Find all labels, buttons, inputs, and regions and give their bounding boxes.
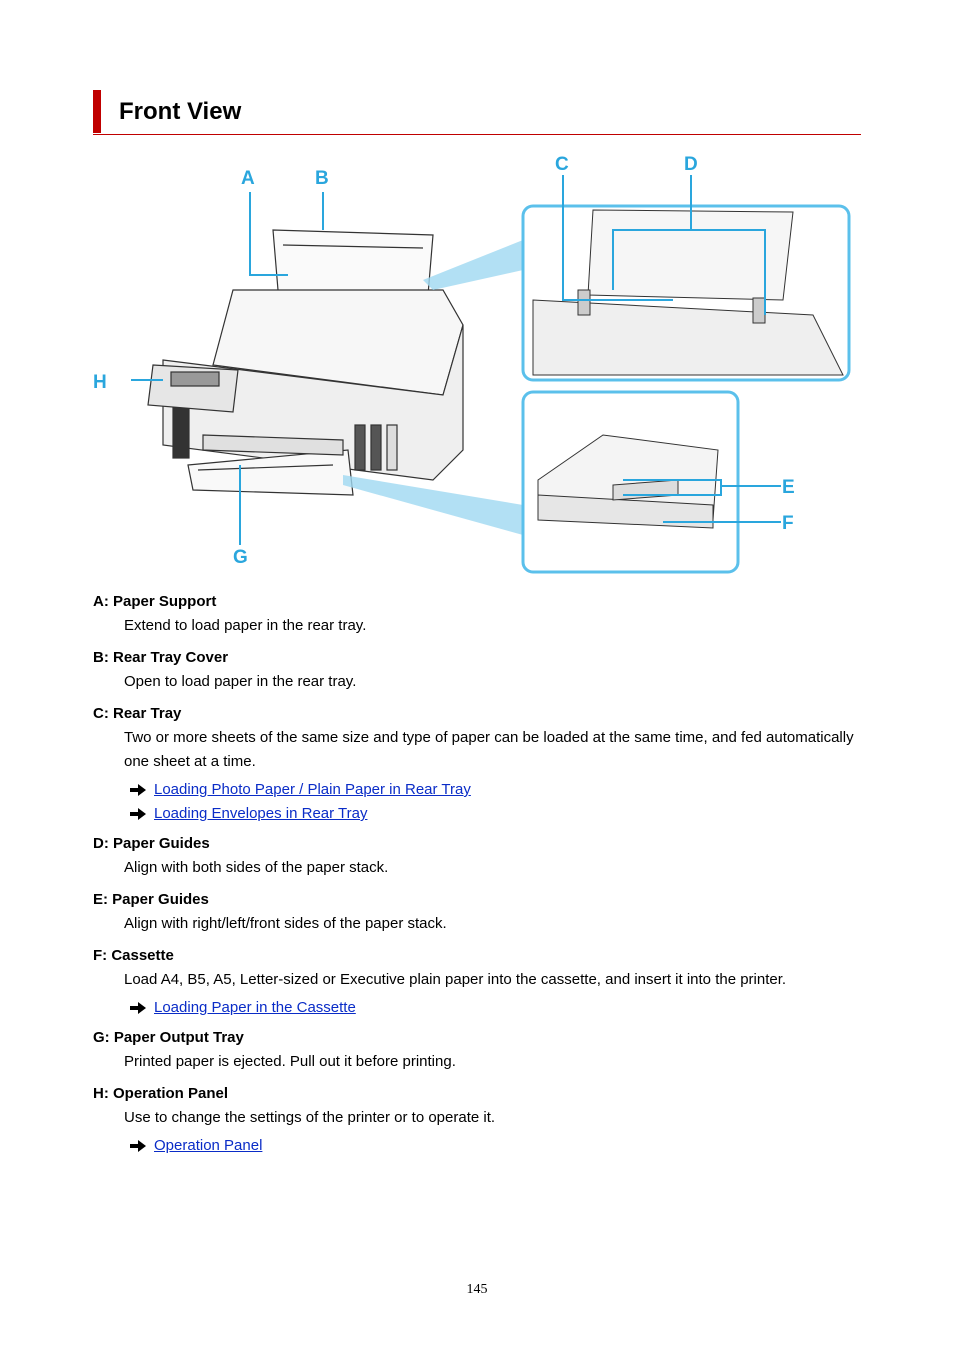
callout-e: E xyxy=(782,477,795,498)
list-item: A: Paper Support Extend to load paper in… xyxy=(93,590,863,638)
callout-h: H xyxy=(93,372,107,393)
right-arrow-icon xyxy=(130,784,148,796)
page-number: 145 xyxy=(466,1282,488,1297)
related-links: Loading Paper in the Cassette xyxy=(93,996,863,1020)
page-header: Front View xyxy=(93,90,861,135)
related-links: Operation Panel xyxy=(93,1134,863,1158)
part-term: H: Operation Panel xyxy=(93,1085,229,1102)
part-term: C: Rear Tray xyxy=(93,705,182,722)
callout-a: A xyxy=(241,168,255,189)
page-title: Front View xyxy=(119,98,242,125)
list-item: C: Rear Tray Two or more sheets of the s… xyxy=(93,702,863,826)
printer-illustration xyxy=(147,229,464,496)
part-term: D: Paper Guides xyxy=(93,835,210,852)
part-term: E: Paper Guides xyxy=(93,891,209,908)
callout-f: F xyxy=(782,513,794,534)
callout-d: D xyxy=(684,154,698,175)
callout-b: B xyxy=(315,168,329,189)
part-term: B: Rear Tray Cover xyxy=(93,649,229,666)
link-operation-panel[interactable]: Operation Panel xyxy=(154,1137,263,1154)
list-item: E: Paper Guides Align with right/left/fr… xyxy=(93,888,863,936)
link-loading-envelopes-rear-tray[interactable]: Loading Envelopes in Rear Tray xyxy=(154,805,368,822)
rear-tray-inset xyxy=(521,204,851,382)
title-accent-bar xyxy=(93,90,101,133)
part-term: G: Paper Output Tray xyxy=(93,1029,244,1046)
list-item: D: Paper Guides Align with both sides of… xyxy=(93,832,863,880)
parts-list: A: Paper Support Extend to load paper in… xyxy=(93,590,863,1164)
link-row: Loading Photo Paper / Plain Paper in Rea… xyxy=(130,778,863,802)
printer-front-view-illustration: A B C D E F G H xyxy=(93,150,853,575)
link-row: Operation Panel xyxy=(130,1134,863,1158)
right-arrow-icon xyxy=(130,1002,148,1014)
callout-g: G xyxy=(233,547,248,568)
part-description: Use to change the settings of the printe… xyxy=(124,1109,496,1126)
cassette-inset xyxy=(521,390,740,574)
link-loading-paper-cassette[interactable]: Loading Paper in the Cassette xyxy=(154,999,356,1016)
link-row: Loading Envelopes in Rear Tray xyxy=(130,802,863,826)
link-row: Loading Paper in the Cassette xyxy=(130,996,863,1020)
list-item: G: Paper Output Tray Printed paper is ej… xyxy=(93,1026,863,1074)
related-links: Loading Photo Paper / Plain Paper in Rea… xyxy=(93,778,863,826)
part-term: A: Paper Support xyxy=(93,593,217,610)
callout-c: C xyxy=(555,154,569,175)
callout-lines xyxy=(131,175,781,545)
list-item: H: Operation Panel Use to change the set… xyxy=(93,1082,863,1158)
part-description: Extend to load paper in the rear tray. xyxy=(124,617,367,634)
part-description: Load A4, B5, A5, Letter-sized or Executi… xyxy=(124,971,787,988)
part-description: Align with right/left/front sides of the… xyxy=(124,915,447,932)
part-description: Two or more sheets of the same size and … xyxy=(124,729,854,770)
part-description: Align with both sides of the paper stack… xyxy=(124,859,389,876)
right-arrow-icon xyxy=(130,1140,148,1152)
part-description: Open to load paper in the rear tray. xyxy=(124,673,357,690)
zoom-wedge-bottom xyxy=(343,475,523,535)
list-item: F: Cassette Load A4, B5, A5, Letter-size… xyxy=(93,944,863,1020)
part-term: F: Cassette xyxy=(93,947,174,964)
list-item: B: Rear Tray Cover Open to load paper in… xyxy=(93,646,863,694)
right-arrow-icon xyxy=(130,808,148,820)
part-description: Printed paper is ejected. Pull out it be… xyxy=(124,1053,456,1070)
link-loading-photo-paper-rear-tray[interactable]: Loading Photo Paper / Plain Paper in Rea… xyxy=(154,781,471,798)
zoom-wedge-top xyxy=(423,240,523,290)
